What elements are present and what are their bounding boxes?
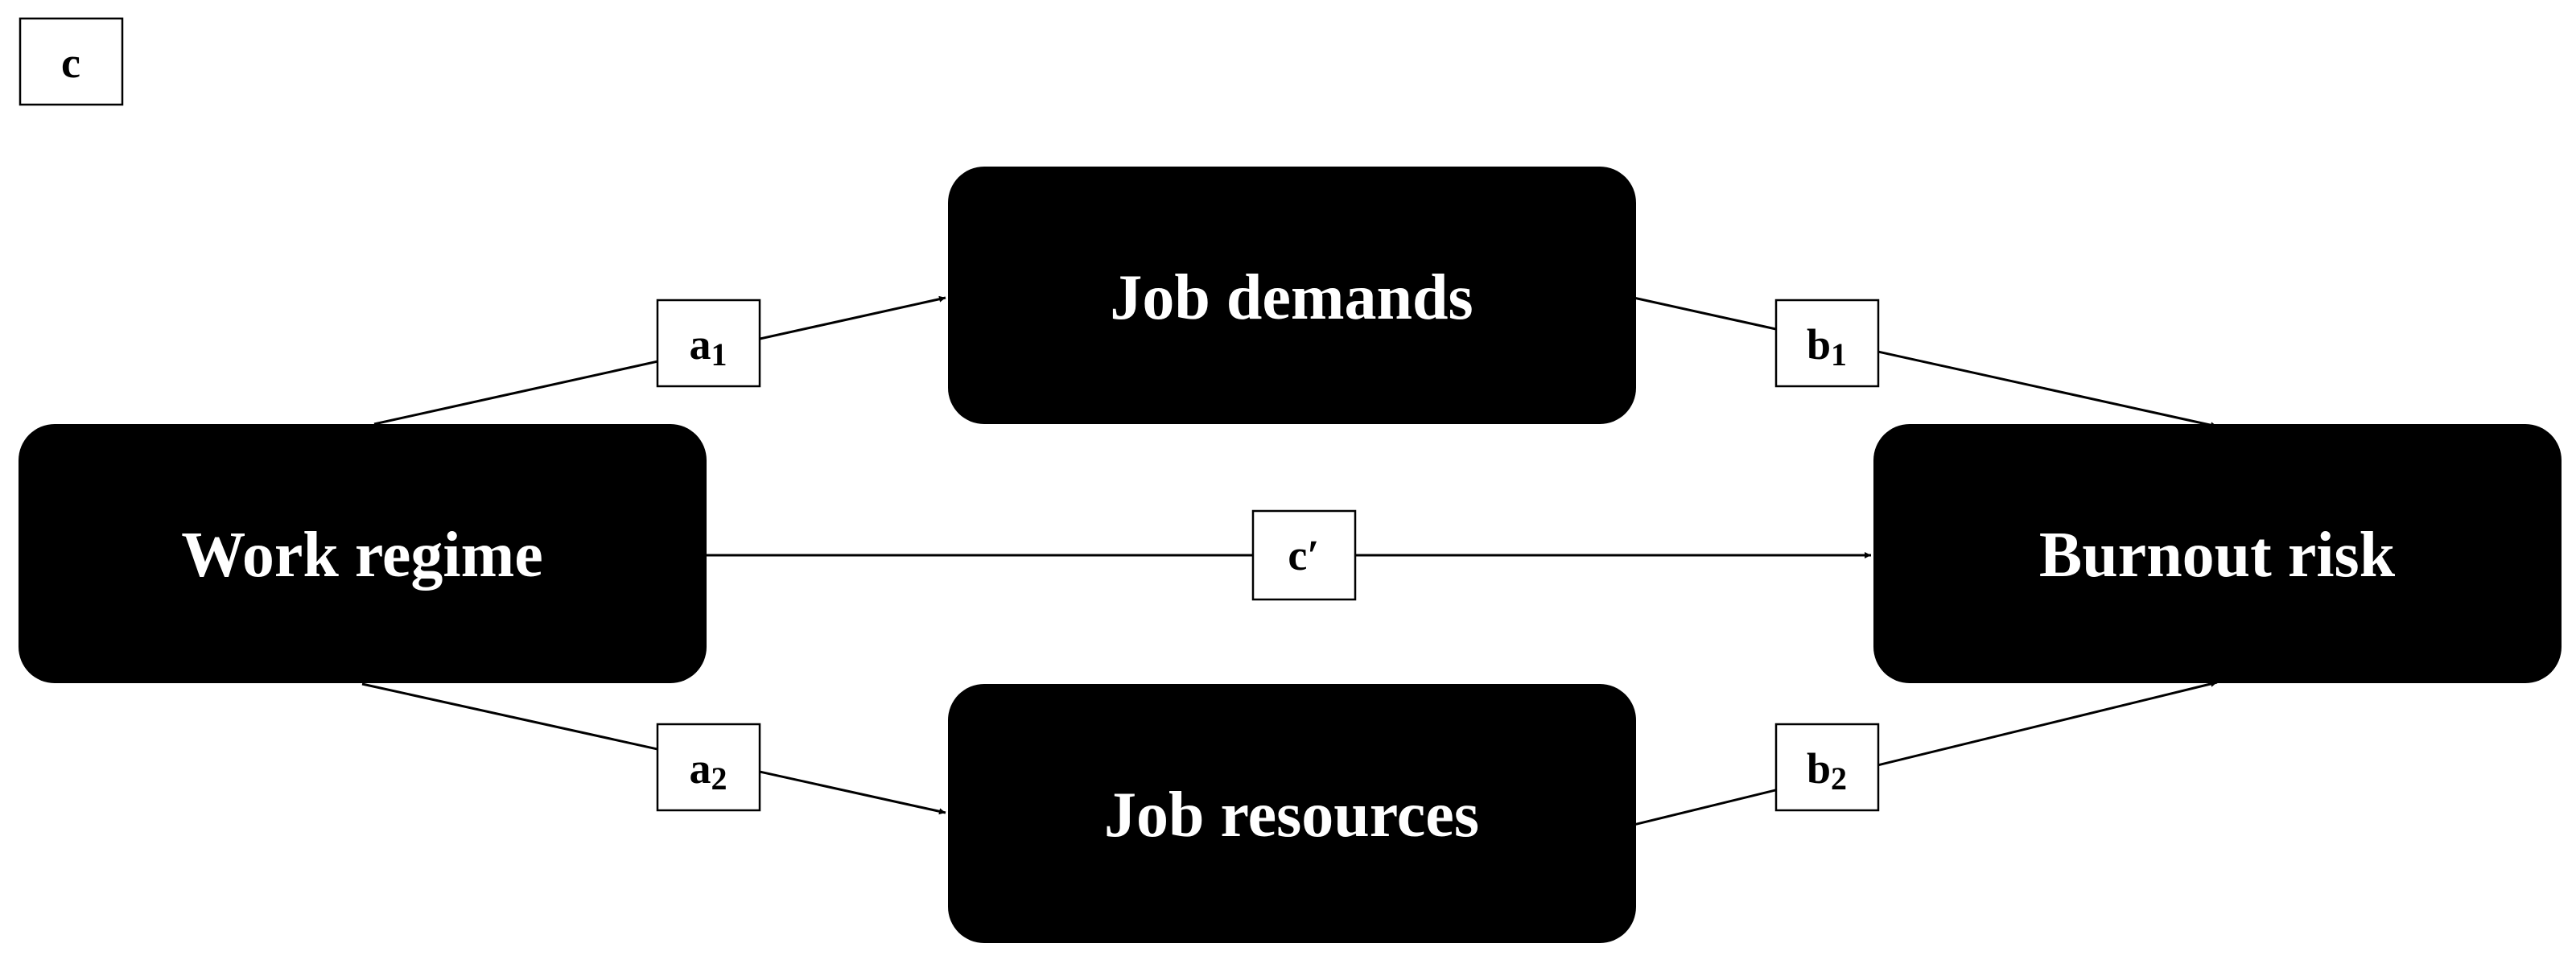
path-label-b2: b2 bbox=[1774, 723, 1880, 812]
panel-label: c bbox=[19, 17, 124, 106]
node-burnout-risk: Burnout risk bbox=[1873, 424, 2562, 683]
node-job-demands: Job demands bbox=[948, 167, 1636, 424]
path-label-b1-sub: 1 bbox=[1831, 336, 1847, 373]
svg-text:a1: a1 bbox=[690, 320, 727, 373]
path-label-a1: a1 bbox=[656, 299, 761, 388]
node-burnout-risk-label: Burnout risk bbox=[2039, 520, 2396, 591]
path-label-b1: b1 bbox=[1774, 299, 1880, 388]
path-label-a1-base: a bbox=[690, 320, 711, 369]
path-label-a1-sub: 1 bbox=[711, 336, 727, 373]
path-b2-arrow bbox=[1633, 681, 2218, 826]
svg-text:a2: a2 bbox=[690, 744, 727, 797]
path-label-b2-base: b bbox=[1807, 744, 1831, 793]
path-label-a2: a2 bbox=[656, 723, 761, 812]
path-label-c-prime: c′ bbox=[1251, 509, 1357, 601]
path-label-a2-base: a bbox=[690, 744, 711, 793]
panel-label-text: c bbox=[61, 39, 80, 87]
path-label-b1-base: b bbox=[1807, 320, 1831, 369]
svg-text:c′: c′ bbox=[1288, 531, 1319, 579]
node-work-regime-label: Work regime bbox=[181, 520, 543, 591]
path-label-a2-sub: 2 bbox=[711, 760, 727, 797]
path-b1-arrow bbox=[1633, 296, 2218, 429]
path-a2-arrow bbox=[361, 682, 946, 815]
svg-text:b1: b1 bbox=[1807, 320, 1847, 373]
path-label-b2-sub: 2 bbox=[1831, 760, 1847, 797]
node-job-resources: Job resources bbox=[948, 684, 1636, 943]
path-label-c-prime-base: c′ bbox=[1288, 531, 1319, 579]
node-work-regime: Work regime bbox=[19, 424, 707, 683]
svg-text:b2: b2 bbox=[1807, 744, 1847, 797]
node-job-resources-label: Job resources bbox=[1104, 780, 1479, 851]
node-job-demands-label: Job demands bbox=[1110, 262, 1473, 333]
